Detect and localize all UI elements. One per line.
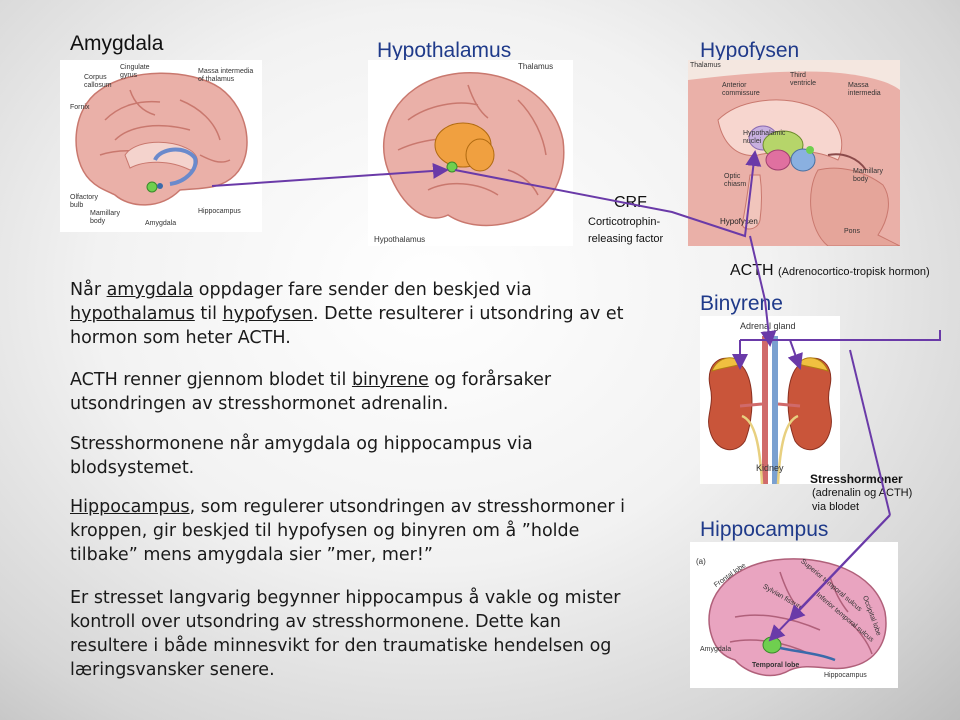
stress-title: Stresshormoner [810, 472, 903, 486]
label-hippocampus: Hippocampus [198, 208, 241, 215]
stress-sub2: via blodet [812, 501, 860, 513]
header-hypofysen: Hypofysen [700, 39, 800, 62]
label-ventricle: ventricle [790, 80, 817, 87]
label-intermedia: intermedia [848, 90, 881, 97]
label-mamillary: Mamillary [90, 210, 120, 217]
acth-sub: (Adrenocortico-tropisk hormon) [778, 266, 930, 278]
label-massa: Massa [848, 82, 869, 89]
label-corpus: Corpus [84, 74, 107, 81]
label-hippocampus-4: Hippocampus [824, 672, 867, 679]
para1-text-3: til [194, 304, 223, 324]
paragraph-4: Hippocampus, som regulerer utsondringen … [70, 495, 630, 567]
label-nuclei: nuclei [743, 138, 762, 145]
link-amygdala[interactable]: amygdala [106, 280, 194, 300]
label-body-3: body [853, 176, 869, 183]
label-callosum: callosum [84, 82, 112, 89]
paragraph-5: Er stresset langvarig begynner hippocamp… [70, 588, 621, 680]
hippocampus-header: Hippocampus [700, 518, 829, 541]
link-hypofysen[interactable]: hypofysen [222, 304, 313, 324]
para1-text-2: oppdager fare sender den beskjed via [193, 280, 532, 300]
para4-text-1: , som regulerer utsondringen av stressho… [70, 497, 625, 565]
label-olfactory: Olfactory [70, 194, 99, 201]
label-hypothalamic: Hypothalamic [743, 130, 786, 137]
link-hypothalamus[interactable]: hypothalamus [70, 304, 195, 324]
paragraph-2: ACTH renner gjennom blodet til binyrene … [70, 368, 630, 416]
para2-text-1: ACTH renner gjennom blodet til [70, 370, 352, 390]
binyrene-header: Binyrene [700, 292, 783, 315]
label-chiasm: chiasm [724, 181, 747, 188]
crf-sub2: releasing factor [588, 233, 664, 245]
label-of-thalamus: of thalamus [198, 76, 235, 83]
paragraph-3: Stresshormonene når amygdala og hippocam… [70, 434, 533, 478]
label-adrenal-gland: Adrenal gland [740, 321, 796, 331]
stress-sub1: (adrenalin og ACTH) [812, 487, 913, 499]
label-hypothalamus: Hypothalamus [374, 235, 426, 244]
label-massa-intermedia: Massa intermedia [198, 68, 254, 75]
link-binyrene[interactable]: binyrene [351, 370, 429, 390]
label-a: (a) [696, 557, 706, 566]
label-anterior: Anterior [722, 82, 747, 89]
label-temporal-lobe: Temporal lobe [752, 662, 800, 669]
link-hippocampus[interactable]: Hippocampus [70, 497, 190, 517]
brain-lateral-image: (a) Frontal lobe Sylvian fissure Superio… [690, 542, 898, 688]
para1-text-1: Når [70, 280, 107, 300]
header-amygdala: Amygdala [70, 32, 164, 55]
label-amygdala-4: Amygdala [700, 646, 732, 653]
label-gyrus: gyrus [120, 72, 138, 79]
header-hypothalamus: Hypothalamus [377, 39, 512, 62]
label-commissure: commissure [722, 90, 760, 97]
kidney-image: Adrenal gland Kidney [700, 316, 840, 484]
label-cingulate: Cingulate [120, 64, 150, 71]
para1-text-4: . Dette resulterer i utsondring av et ho… [70, 304, 624, 348]
label-amygdala: Amygdala [145, 220, 177, 227]
label-third: Third [790, 72, 806, 79]
label-hypofysen-3: Hypofysen [720, 217, 758, 226]
label-thalamus-3: Thalamus [690, 62, 721, 69]
acth-label: ACTH (Adrenocortico-tropisk hormon) [730, 262, 930, 280]
crf-sub1: Corticotrophin- [588, 216, 661, 228]
label-body: body [90, 218, 106, 225]
label-fornix: Fornix [70, 104, 90, 111]
hypofysen-image: Thalamus Third ventricle Massa intermedi… [688, 60, 900, 246]
crf-title: CRF [614, 194, 647, 211]
label-thalamus: Thalamus [518, 62, 554, 71]
label-bulb: bulb [70, 202, 84, 209]
brain-sagittal-image: Corpus callosum Cingulate gyrus Massa in… [60, 60, 262, 232]
label-mamillary-3: Mamillary [853, 168, 883, 175]
para2-text-2: og forårsaker utsondringen av stresshorm… [70, 370, 552, 414]
paragraph-1: Når amygdala oppdager fare sender den be… [70, 278, 630, 350]
label-optic: Optic [724, 173, 741, 180]
acth-title: ACTH [730, 262, 774, 279]
label-pons: Pons [844, 228, 860, 235]
brain-hypothalamus-image: Thalamus Hypothalamus [368, 60, 573, 246]
label-kidney: Kidney [756, 463, 784, 473]
